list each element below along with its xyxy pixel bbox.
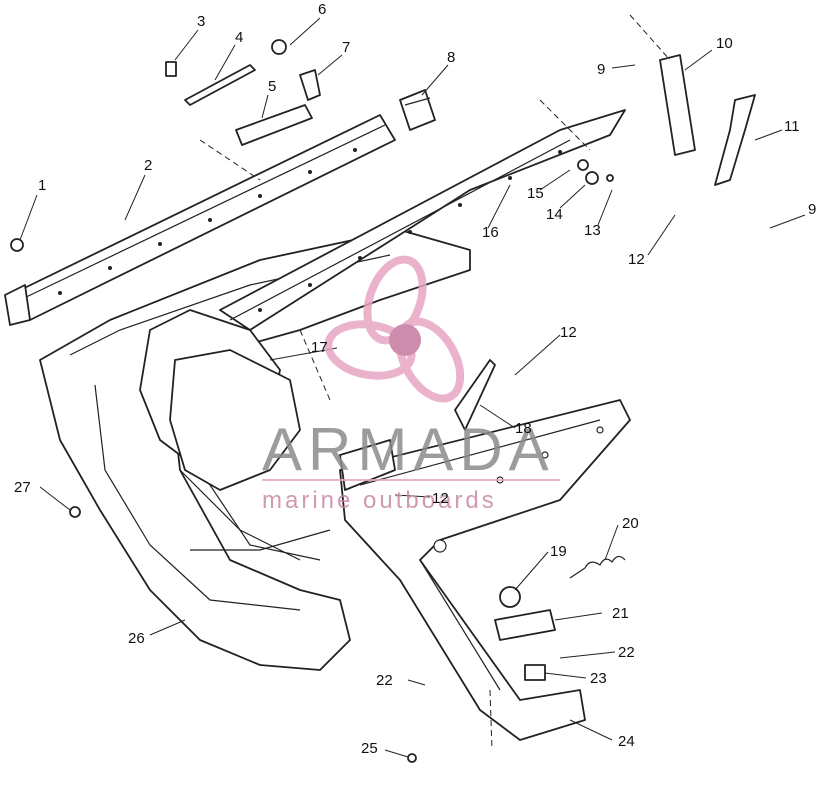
part-21-plate bbox=[494, 609, 556, 641]
callout-14: 14 bbox=[546, 206, 563, 223]
part-4-blade bbox=[184, 64, 256, 106]
part-5-bracket bbox=[235, 104, 313, 146]
callout-24: 24 bbox=[618, 733, 635, 750]
callout-15: 15 bbox=[527, 185, 544, 202]
callout-26: 26 bbox=[128, 630, 145, 647]
callout-6: 6 bbox=[318, 1, 326, 18]
watermark: ARMADA marine outboards bbox=[262, 255, 560, 514]
callout-7: 7 bbox=[342, 39, 350, 56]
part-13-15-hardware bbox=[577, 159, 614, 185]
callout-17: 17 bbox=[311, 339, 328, 356]
callout-27: 27 bbox=[14, 479, 31, 496]
callout-19: 19 bbox=[550, 543, 567, 560]
part-7-bolt bbox=[299, 69, 321, 101]
callout-20: 20 bbox=[622, 515, 639, 532]
callout-9-right: 9 bbox=[808, 201, 816, 218]
part-23-bracket bbox=[524, 664, 546, 681]
part-10-bracket bbox=[659, 54, 696, 156]
leader-lines bbox=[19, 17, 806, 758]
top-rail-2 bbox=[4, 114, 396, 326]
part-11-latch bbox=[714, 94, 756, 186]
callout-21: 21 bbox=[612, 605, 629, 622]
callout-12-mid: 12 bbox=[560, 324, 577, 341]
callout-2: 2 bbox=[144, 157, 152, 174]
callout-22-left: 22 bbox=[376, 672, 393, 689]
callout-4: 4 bbox=[235, 29, 243, 46]
callout-23: 23 bbox=[590, 670, 607, 687]
callout-8: 8 bbox=[447, 49, 455, 66]
part-19-plug bbox=[499, 586, 521, 608]
part-25-bolt bbox=[407, 753, 417, 763]
rail-16 bbox=[219, 109, 626, 331]
watermark-tagline: marine outboards bbox=[262, 487, 497, 514]
part-1-nut bbox=[10, 238, 24, 252]
callout-13: 13 bbox=[584, 222, 601, 239]
part-8-clamp bbox=[399, 89, 436, 131]
callout-10: 10 bbox=[716, 35, 733, 52]
center-lines bbox=[199, 14, 671, 751]
propeller-logo bbox=[324, 255, 465, 403]
part-20-spring bbox=[569, 555, 626, 579]
part-6-nut bbox=[271, 39, 287, 55]
callout-16: 16 bbox=[482, 224, 499, 241]
callout-18: 18 bbox=[515, 420, 532, 437]
callout-22-right: 22 bbox=[618, 644, 635, 661]
callout-12-low: 12 bbox=[432, 490, 449, 507]
callout-9-top: 9 bbox=[597, 61, 605, 78]
callout-11: 11 bbox=[784, 118, 800, 135]
callout-25: 25 bbox=[361, 740, 378, 757]
part-27-bolt bbox=[69, 506, 81, 518]
part-3-pin bbox=[165, 61, 177, 77]
callout-1: 1 bbox=[38, 177, 46, 194]
callout-3: 3 bbox=[197, 13, 205, 30]
hood-shell-26 bbox=[39, 229, 471, 671]
callout-12-top: 12 bbox=[628, 251, 645, 268]
watermark-brand: ARMADA bbox=[262, 416, 555, 483]
part-18-bracket bbox=[454, 359, 496, 431]
callout-labels: 1 2 3 4 5 6 7 8 9 10 11 9 12 13 14 15 16… bbox=[14, 1, 816, 757]
callout-5: 5 bbox=[268, 78, 276, 95]
lower-frame-24 bbox=[339, 399, 631, 741]
